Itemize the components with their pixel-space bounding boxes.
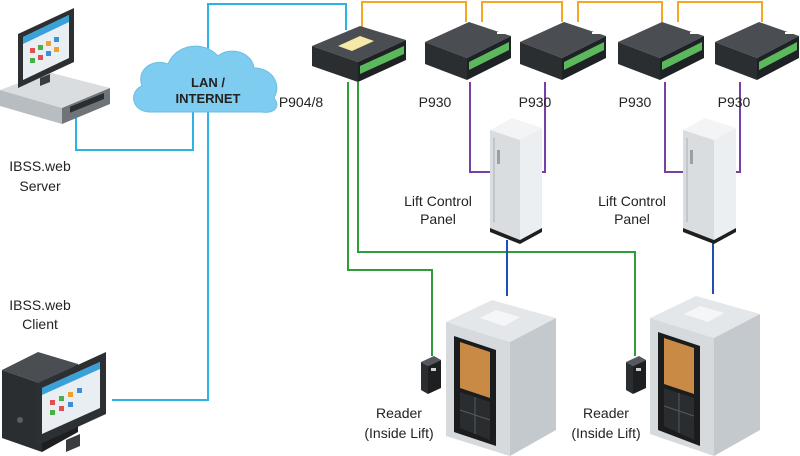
ibss-web-server: IBSS.web Server [0,8,110,194]
client-label-line1: IBSS.web [9,297,71,313]
p930-label-1: P930 [419,94,452,110]
lift-panel-2-label-line2: Panel [614,211,650,227]
lan-cables [75,3,347,401]
reader-2-label-line1: Reader [583,405,629,421]
lift-car-1 [446,300,556,456]
reader-2 [626,356,646,394]
lift-control-panel-2 [683,118,736,244]
reader-cables [347,82,636,356]
reader-1-label-line1: Reader [376,405,422,421]
p930-module-4 [715,22,799,80]
lift-panel-1-label-line2: Panel [420,211,456,227]
rs485-bus [361,1,763,28]
lift-control-panel-1 [490,118,542,244]
p930-module-2 [520,22,606,80]
p930-label-3: P930 [619,94,652,110]
client-label-line2: Client [22,316,58,332]
p904-8-controller: P904/8 [279,26,406,110]
server-label-line2: Server [19,178,61,194]
cloud-label-line2: INTERNET [176,91,241,106]
lan-internet-cloud: LAN / INTERNET [133,45,278,113]
lift-panel-2-label-line1: Lift Control [598,193,666,209]
p930-label-4: P930 [718,94,751,110]
lift-cables [506,240,714,296]
reader-1-label-line2: (Inside Lift) [364,425,433,441]
lift-car-2 [650,296,760,456]
p930-label-2: P930 [519,94,552,110]
p930-module-3 [618,22,704,80]
ibss-web-client: IBSS.web Client [2,297,106,452]
lift-panel-1-label-line1: Lift Control [404,193,472,209]
p904-8-label: P904/8 [279,94,324,110]
p930-module-1 [425,22,511,80]
cloud-label-line1: LAN / [191,75,225,90]
reader-1 [421,356,441,394]
reader-2-label-line2: (Inside Lift) [571,425,640,441]
server-label-line1: IBSS.web [9,158,71,174]
